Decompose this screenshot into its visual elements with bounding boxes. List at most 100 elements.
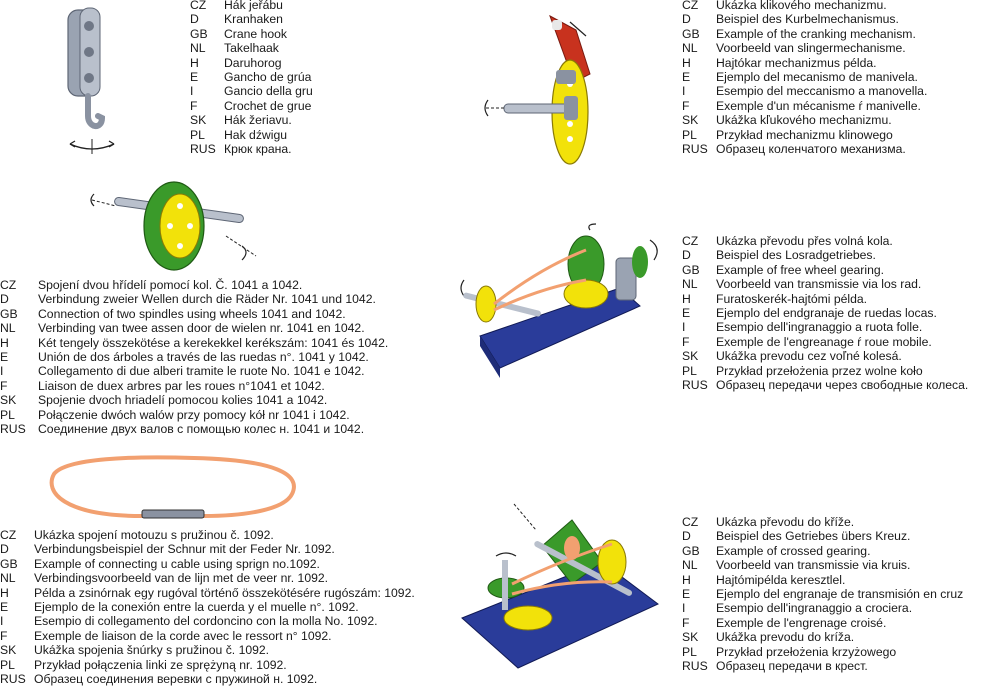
language-code: H <box>682 55 691 70</box>
caption-text: Beispiel des Losradgetriebes. <box>716 248 876 263</box>
language-code: NL <box>0 321 16 336</box>
language-code: NL <box>682 277 698 292</box>
caption-text: Két tengely összekötése a kerekekkel ker… <box>38 335 389 350</box>
language-code: E <box>0 350 9 365</box>
language-code: PL <box>0 657 15 672</box>
language-code: CZ <box>682 234 699 248</box>
language-code: GB <box>0 556 18 571</box>
language-code: SK <box>0 393 17 408</box>
caption-text: Gancio della gru <box>224 84 313 99</box>
caption-row: NL Verbinding van twee assen door de wiel… <box>0 321 388 335</box>
caption-text: Voorbeeld van transmissie via kruis. <box>716 558 911 573</box>
caption-text: Ejemplo del mecanismo de manivela. <box>716 70 918 85</box>
language-code: D <box>682 248 691 263</box>
caption-text: Verbindingsvoorbeeld van de lijn met de … <box>34 571 329 586</box>
caption-text: Exemple de liaison de la corde avec le r… <box>34 628 332 643</box>
caption-text: Образец соединения веревки с пружиной н.… <box>34 672 318 687</box>
language-code: GB <box>190 26 208 41</box>
caption-text: Esempio dell'ingranaggio a ruota folle. <box>716 320 923 335</box>
language-code: E <box>0 600 9 615</box>
caption-text: Példa a zsinórnak egy rugóval történő ös… <box>34 585 415 600</box>
caption-text: Liaison de duex arbres par les roues n°1… <box>38 378 325 393</box>
caption-text: Exemple de l'engreanage ŕ roue mobile. <box>716 334 932 349</box>
caption-text: Ejemplo del engranaje de transmisión en … <box>716 587 964 602</box>
language-code: H <box>0 335 9 350</box>
caption-row: D Beispiel des Losradgetriebes. <box>682 248 968 262</box>
caption-text: Voorbeeld van transmissie via los rad. <box>716 277 922 292</box>
free-wheel-gearing-illustration <box>440 218 670 398</box>
caption-text: Hák žeriavu. <box>224 113 292 128</box>
language-code: E <box>682 70 691 85</box>
language-code: E <box>682 306 691 321</box>
caption-text: Exemple d'un mécanisme ŕ manivelle. <box>716 98 921 113</box>
caption-text: Kranhaken <box>224 12 283 27</box>
language-code: CZ <box>190 0 207 12</box>
language-code: NL <box>682 41 698 56</box>
language-code: F <box>190 98 198 113</box>
language-code: SK <box>190 113 207 128</box>
language-code: RUS <box>190 142 216 157</box>
caption-text: Образец коленчатого механизма. <box>716 142 906 157</box>
two-spindles-illustration <box>86 176 266 276</box>
caption-row: F Crochet de grue <box>190 99 313 113</box>
caption-row: I Esempio dell'ingranaggio a ruota folle. <box>682 320 968 334</box>
language-code: I <box>190 84 194 99</box>
caption-text: Spojenie dvoch hriadelí pomocou kolies 1… <box>38 393 328 408</box>
caption-text: Hajtómipélda keresztlel. <box>716 572 846 587</box>
caption-text: Verbinding van twee assen door de wielen… <box>38 321 365 336</box>
caption-text: Przykład przełożenia krzyżowego <box>716 644 897 659</box>
language-code: D <box>0 542 9 557</box>
caption-row: SK Spojenie dvoch hriadelí pomocou kolies… <box>0 393 388 407</box>
language-code: GB <box>682 262 700 277</box>
caption-text: Образец передачи в крест. <box>716 659 868 674</box>
caption-row: CZ Ukázka převodu přes volná kola. <box>682 234 968 248</box>
language-code: PL <box>0 407 15 422</box>
caption-text: Соединение двух валов с помощью колес н.… <box>38 422 365 437</box>
caption-text: Образец передачи через свободные колеса. <box>716 378 969 393</box>
caption-text: Ukázka převodu přes volná kola. <box>716 234 893 248</box>
caption-text: Voorbeeld van slingermechanisme. <box>716 41 906 56</box>
language-code: PL <box>682 363 697 378</box>
caption-text: Example of crossed gearing. <box>716 543 871 558</box>
caption-row: I Gancio della gru <box>190 84 313 98</box>
caption-text: Verbindung zweier Wellen durch die Räder… <box>38 292 376 307</box>
caption-text: Hak dźwigu <box>224 127 287 142</box>
language-code: RUS <box>0 422 26 437</box>
language-code: I <box>0 614 4 629</box>
caption-text: Crochet de grue <box>224 98 312 113</box>
language-code: I <box>682 320 686 335</box>
crane-hook-illustration <box>58 4 128 154</box>
language-code: GB <box>682 543 700 558</box>
language-code: CZ <box>0 278 17 292</box>
caption-text: Ejemplo de la conexión entre la cuerda y… <box>34 600 359 615</box>
